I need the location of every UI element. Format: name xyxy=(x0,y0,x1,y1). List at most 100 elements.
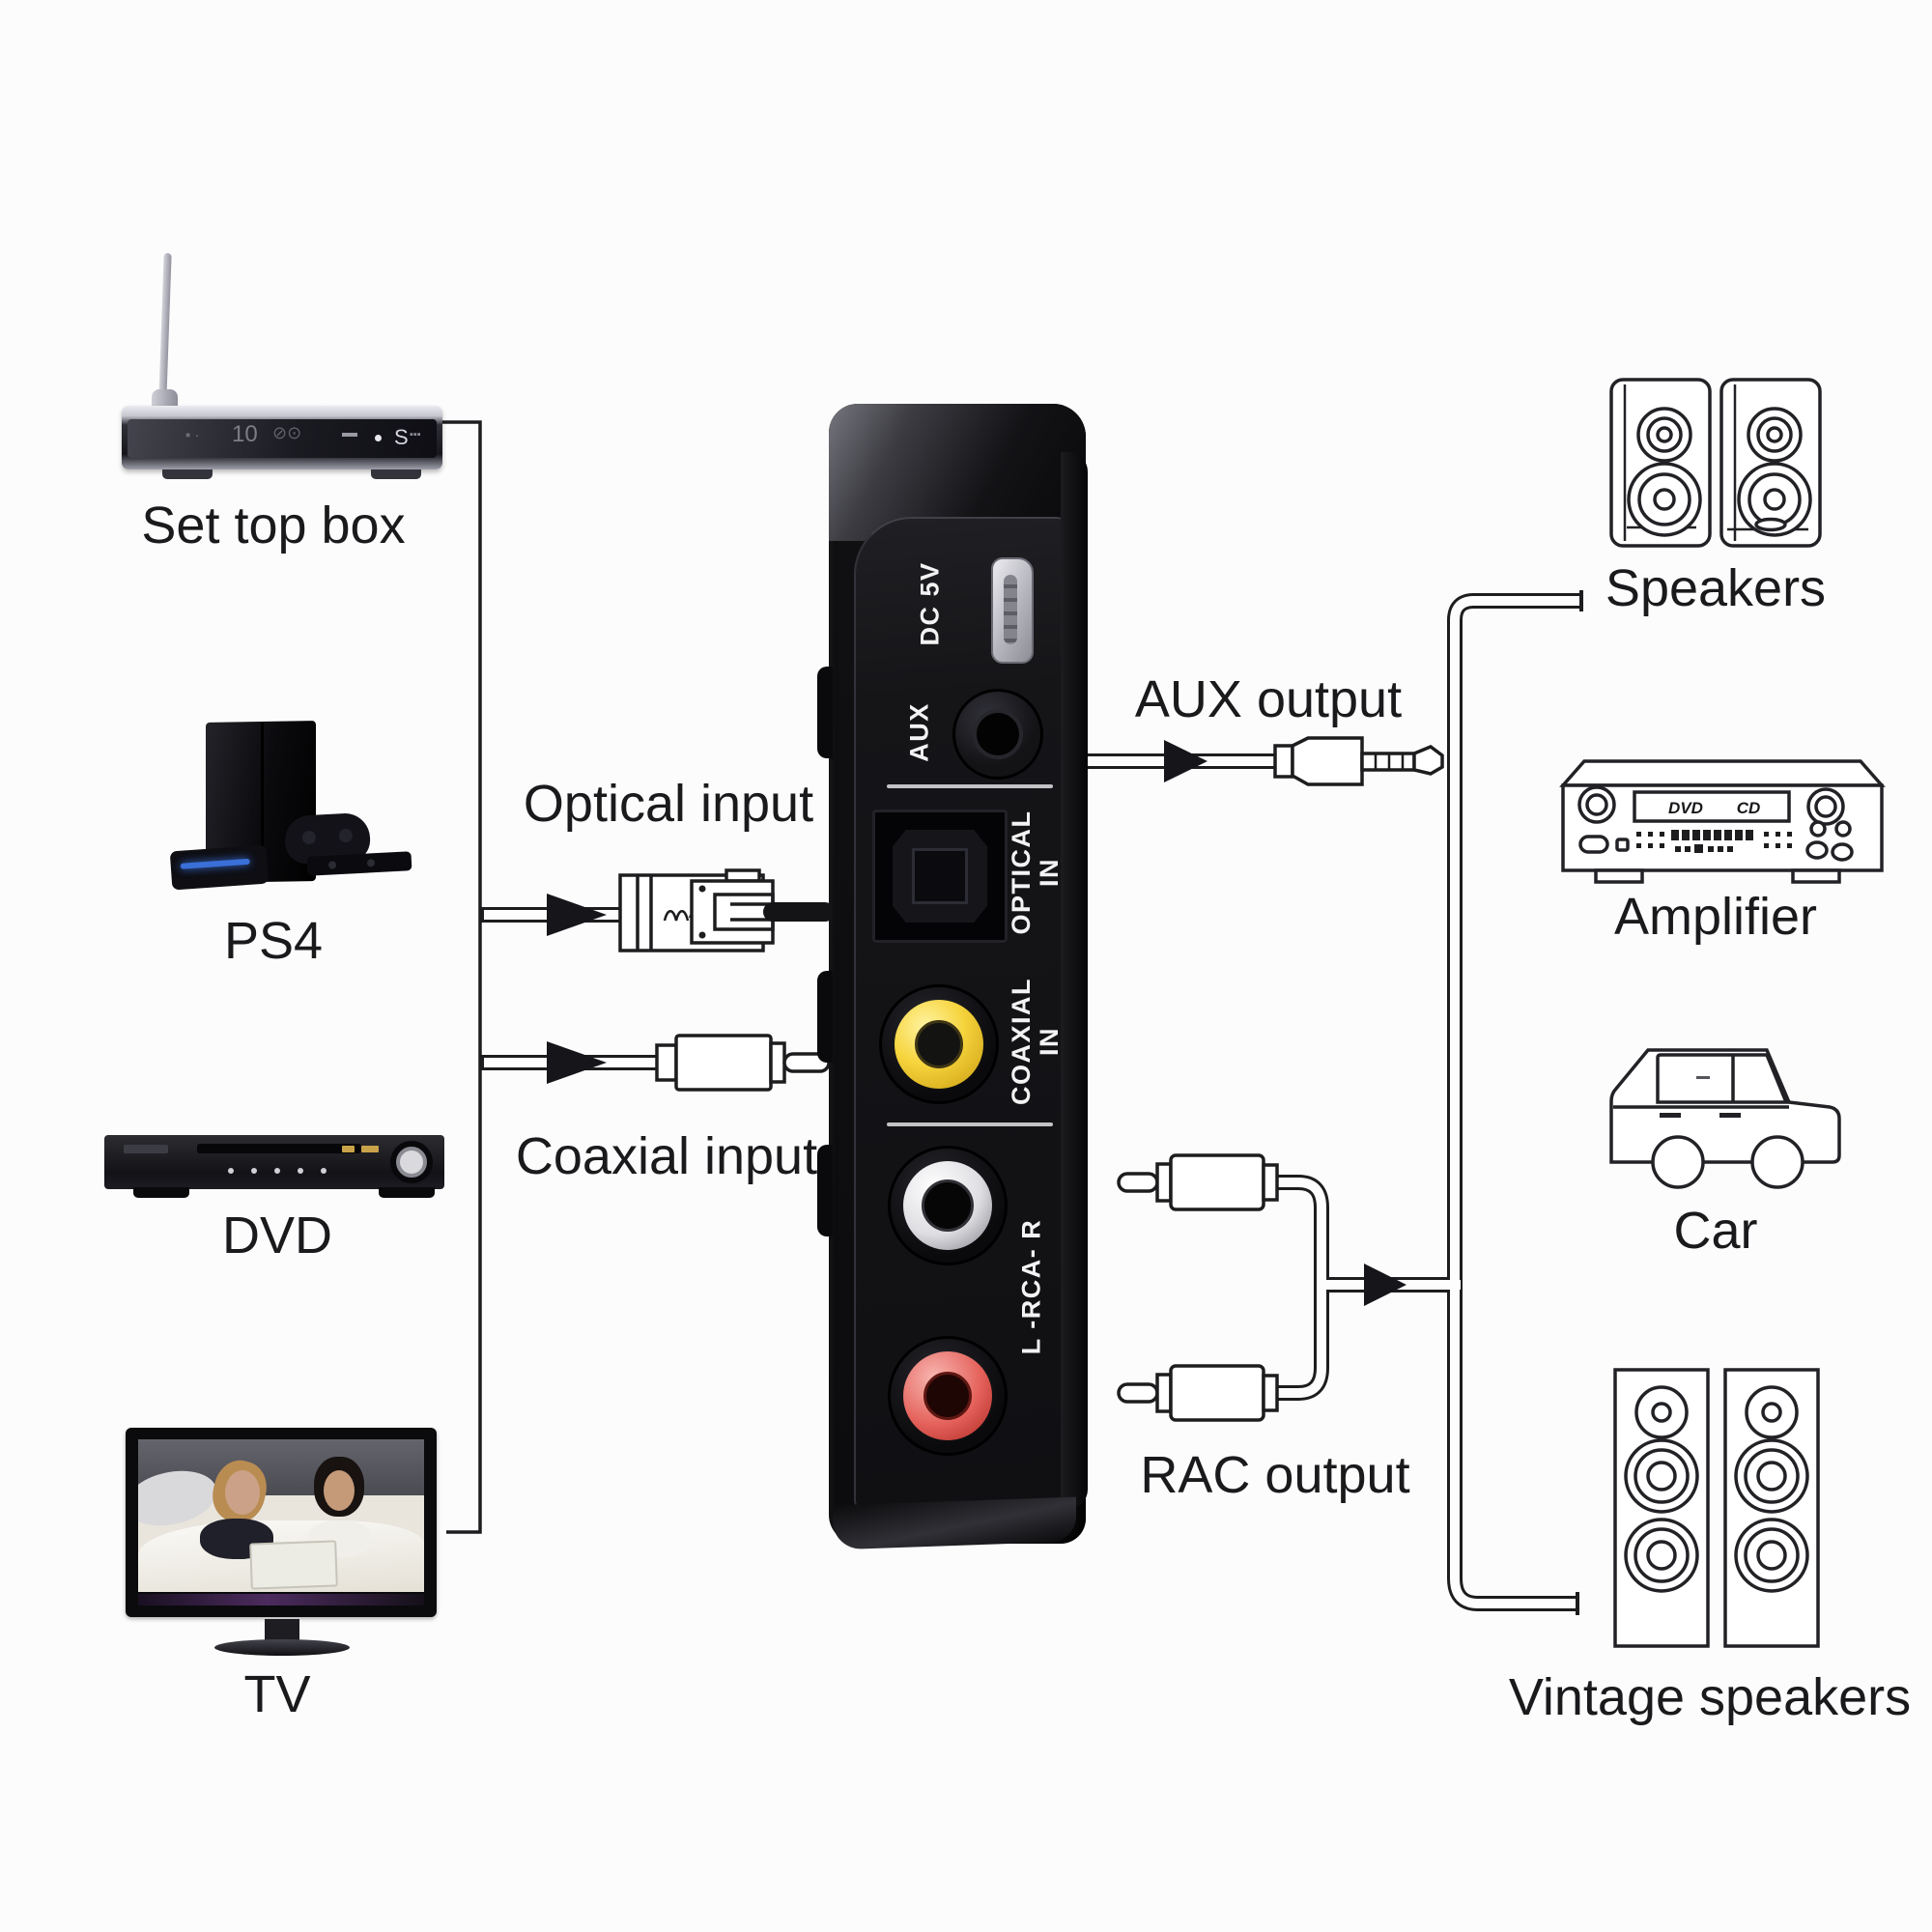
vintage-speakers-icon xyxy=(1613,1368,1820,1648)
dvd-tray xyxy=(197,1144,361,1153)
stb-foot-right xyxy=(371,469,421,479)
dvd-button xyxy=(298,1168,303,1174)
rca-left-port xyxy=(888,1336,1008,1456)
stb-display-dashes: ▪ · xyxy=(185,427,200,443)
ps4-camera-lens xyxy=(366,859,376,867)
converter-side-button xyxy=(817,971,833,1063)
panel-divider xyxy=(887,1122,1053,1126)
usb-slot xyxy=(1004,575,1017,644)
aux-plug-icon xyxy=(1273,736,1444,786)
stb-foot-left xyxy=(162,469,213,479)
amplifier-label: Amplifier xyxy=(1613,888,1818,946)
port-label-line: IN xyxy=(1035,1027,1064,1056)
stb-brand-small: ▪▪▪ xyxy=(410,429,421,440)
converter-side-button xyxy=(817,1145,833,1236)
speakers-label: Speakers xyxy=(1605,559,1827,617)
bracket-end-caps xyxy=(1576,590,1583,1615)
dvd-foot-left xyxy=(133,1187,189,1198)
rca-plug-bottom-icon xyxy=(1117,1364,1279,1422)
aux-arrow-icon xyxy=(1164,740,1208,782)
car-icon xyxy=(1609,1048,1841,1189)
rac-output-label: RAC output xyxy=(1140,1446,1410,1504)
optical-input-label: Optical input xyxy=(523,775,814,833)
tv-photo-laptop xyxy=(249,1540,338,1590)
stb-display-dot xyxy=(375,435,382,441)
aux-jack-hole xyxy=(973,709,1023,759)
dc-micro-usb-port xyxy=(991,557,1034,664)
aux-jack-port xyxy=(952,689,1043,780)
vintage-speakers-label: Vintage speakers xyxy=(1508,1668,1912,1726)
converter-bottom-edge xyxy=(833,1496,1076,1550)
optical-inner-window xyxy=(912,848,968,904)
ps4-light-bar xyxy=(180,858,250,869)
coaxial-arrow-icon xyxy=(547,1041,607,1084)
tv-stand-base xyxy=(214,1639,350,1656)
stb-display-channel: 10 xyxy=(232,421,258,447)
flow-arrows xyxy=(547,740,1406,1306)
panel-divider xyxy=(887,784,1053,788)
coaxial-in-port-label: COAXIAL IN xyxy=(1006,978,1064,1105)
tv-label: TV xyxy=(243,1665,311,1723)
rca-right-hole xyxy=(922,1179,974,1232)
port-label-line: IN xyxy=(1035,858,1064,887)
dvd-knob xyxy=(390,1141,433,1183)
tv-photo-person2-face xyxy=(324,1470,355,1511)
dvd-foot-right xyxy=(379,1187,435,1198)
rca-plug-top-icon xyxy=(1117,1153,1279,1211)
coaxial-input-label: Coaxial input xyxy=(515,1127,818,1185)
optical-in-port-label: OPTICAL IN xyxy=(1006,810,1064,935)
amp-display-right-logo: CD xyxy=(1737,799,1761,817)
dc-port-label: DC 5V xyxy=(915,561,945,646)
right-output-bracket xyxy=(1447,593,1580,1611)
ps4-stick-left xyxy=(301,830,317,845)
dvd-button xyxy=(251,1168,257,1174)
ps4-stick-right xyxy=(338,828,354,843)
dvd-gold-badge xyxy=(342,1146,355,1152)
rca-arrow-icon xyxy=(1364,1264,1406,1306)
optical-arrow-icon xyxy=(547,894,607,936)
coaxial-yellow-ring xyxy=(895,1000,983,1089)
port-label-line: COAXIAL xyxy=(1006,978,1036,1105)
rca-ports-label: L -RCA- R xyxy=(1016,1218,1046,1355)
set-top-box-label: Set top box xyxy=(141,497,406,554)
optical-connector-icon xyxy=(618,868,835,952)
dvd-label: DVD xyxy=(221,1207,333,1264)
optical-toslink-door xyxy=(893,830,987,923)
amplifier-buttons xyxy=(1636,830,1792,853)
tv-stand-neck xyxy=(265,1619,299,1642)
rca-right-port xyxy=(888,1146,1008,1265)
rca-bottom-cable xyxy=(1277,1285,1329,1401)
optical-in-port xyxy=(872,810,1008,943)
rca-left-hole xyxy=(923,1372,972,1420)
dvd-vent xyxy=(124,1145,168,1153)
ps4-camera-lens xyxy=(327,861,337,869)
coaxial-connector-icon xyxy=(655,1034,831,1092)
coaxial-in-port xyxy=(879,984,999,1104)
ps4-flat-console xyxy=(169,844,270,891)
stb-display-bar xyxy=(342,433,357,437)
rca-left-red-ring xyxy=(903,1351,992,1440)
tv-screen-photo xyxy=(138,1439,424,1592)
aux-port-label: AUX xyxy=(904,702,934,762)
rca-right-white-ring xyxy=(903,1161,992,1250)
dvd-body xyxy=(104,1135,444,1189)
dvd-button xyxy=(321,1168,327,1174)
ps4-label: PS4 xyxy=(223,912,324,970)
speakers-icon xyxy=(1609,378,1822,548)
stb-display: ▪ · 10 ⊘⊙ S ▪▪▪ xyxy=(128,419,437,458)
rca-top-cable xyxy=(1277,1175,1329,1285)
car-label: Car xyxy=(1673,1202,1758,1260)
tv-frame xyxy=(126,1428,437,1617)
left-source-bracket-line xyxy=(437,420,482,1534)
dvd-gold-badge xyxy=(361,1146,379,1152)
converter-side-ridge xyxy=(1061,452,1088,1509)
stb-display-icon: ⊘⊙ xyxy=(272,423,302,442)
tv-photo-person1-face xyxy=(225,1470,260,1515)
port-label-line: OPTICAL xyxy=(1006,810,1036,935)
dvd-button xyxy=(274,1168,280,1174)
cable-cores xyxy=(484,596,1580,1608)
converter-side-button xyxy=(817,667,833,758)
dvd-button xyxy=(228,1168,234,1174)
